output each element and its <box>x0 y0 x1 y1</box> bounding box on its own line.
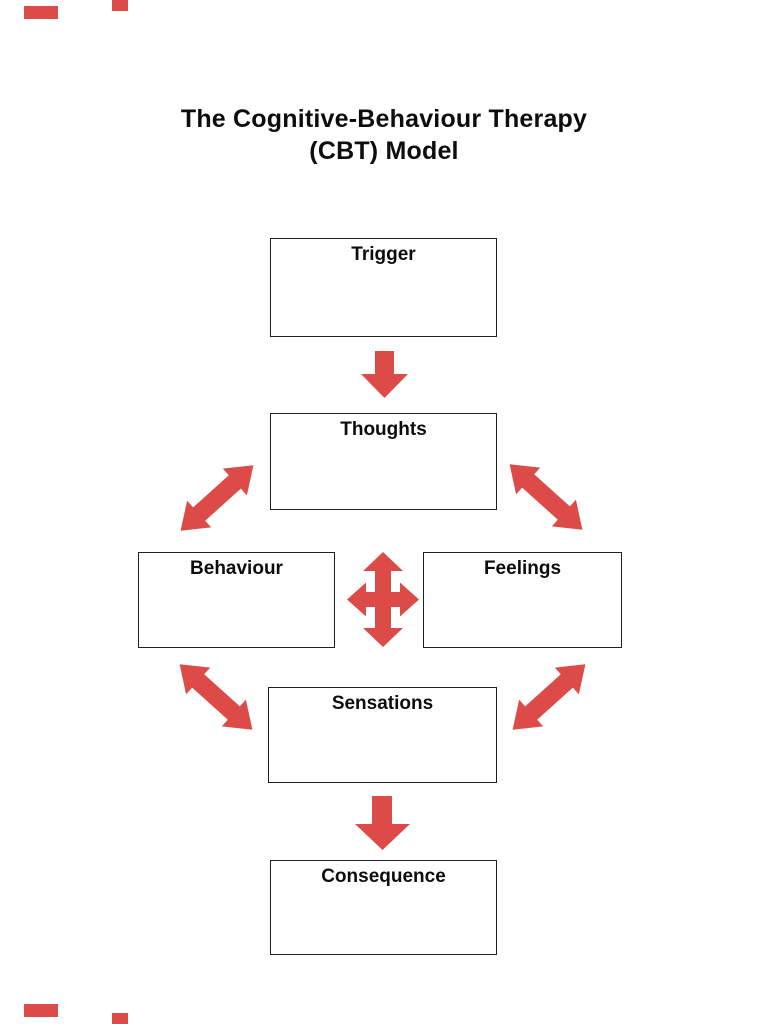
red-corner-mark <box>112 1013 128 1024</box>
node-feelings-label: Feelings <box>483 558 562 579</box>
trigger-to-thoughts-down-arrow-icon <box>361 351 408 398</box>
red-corner-mark <box>112 0 128 11</box>
thoughts-feelings-double-arrow-icon <box>498 451 595 543</box>
red-corner-mark <box>24 6 58 19</box>
node-thoughts: Thoughts <box>270 413 497 510</box>
behaviour-sensations-double-arrow-icon <box>168 651 265 743</box>
page-title-line2: (CBT) Model <box>309 137 459 165</box>
node-behaviour-label: Behaviour <box>190 558 283 579</box>
node-thoughts-label: Thoughts <box>340 419 427 440</box>
node-feelings: Feelings <box>423 552 622 648</box>
node-trigger: Trigger <box>270 238 497 337</box>
page-title: The Cognitive-Behaviour Therapy (CBT) Mo… <box>0 103 768 167</box>
node-trigger-label: Trigger <box>351 244 416 265</box>
red-corner-mark <box>24 1004 58 1017</box>
feelings-sensations-double-arrow-icon <box>501 651 598 743</box>
node-consequence: Consequence <box>270 860 497 955</box>
node-sensations: Sensations <box>268 687 497 783</box>
node-consequence-label: Consequence <box>321 866 446 887</box>
node-sensations-label: Sensations <box>331 693 434 714</box>
page-title-line1: The Cognitive-Behaviour Therapy <box>180 105 588 133</box>
behaviour-feelings-four-way-arrow-icon <box>347 552 419 647</box>
node-behaviour: Behaviour <box>138 552 335 648</box>
sensations-to-consequence-down-arrow-icon <box>355 796 410 850</box>
thoughts-behaviour-double-arrow-icon <box>169 452 266 544</box>
